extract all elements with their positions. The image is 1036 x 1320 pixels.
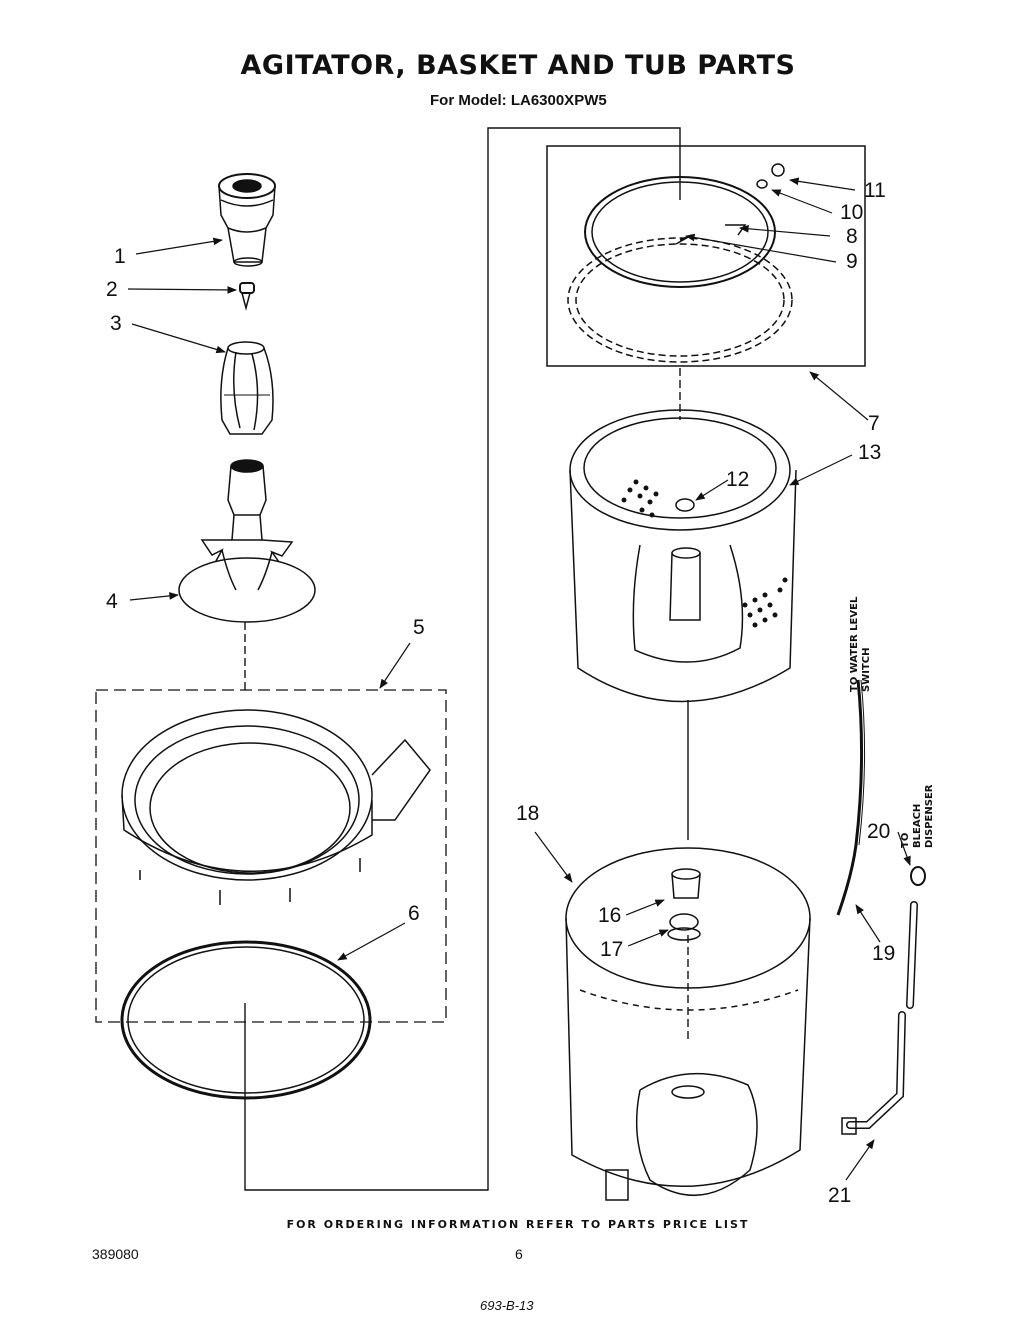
callout-19: 19 [872,942,895,965]
callout-20: 20 [867,820,890,843]
basket-holes [621,479,788,628]
part-tub-ring [121,709,431,905]
part-17-bearing [667,913,701,941]
callout-16: 16 [598,904,621,927]
svg-text:DISPENSER: DISPENSER [924,784,935,848]
part-seal-ring [120,940,372,1100]
part-16-spline [671,868,701,899]
callout-13: 13 [858,441,881,464]
model-subtitle: For Model: LA6300XPW5 [430,92,607,109]
part-basket [569,409,797,703]
document-number: 389080 [92,1246,139,1262]
part-agitator-cam [220,341,274,435]
note-bleach-dispenser: TO BLEACH DISPENSER [900,784,935,848]
callout-3: 3 [110,312,122,335]
callout-18: 18 [516,802,539,825]
callout-6: 6 [408,902,420,925]
part-outer-tub [565,847,811,1201]
callout-7: 7 [868,412,880,435]
part-screw [239,282,255,311]
callout-5: 5 [413,616,425,639]
callout-9: 9 [846,250,858,273]
part-agitator [178,459,316,623]
callout-10: 10 [840,201,863,224]
page-number: 6 [515,1246,523,1262]
callout-1: 1 [114,245,126,268]
callout-21: 21 [828,1184,851,1207]
part-5-group-box [95,689,447,1023]
part-21-hose [841,901,918,1135]
leader-arrows [127,177,911,1181]
part-agitator-cap [218,173,276,267]
callout-2: 2 [106,278,118,301]
callout-4: 4 [106,590,118,613]
page-title: AGITATOR, BASKET AND TUB PARTS [240,50,796,81]
svg-text:TO: TO [900,833,911,848]
svg-text:TO WATER LEVEL: TO WATER LEVEL [849,596,860,692]
note-water-level: TO WATER LEVEL SWITCH [849,596,872,692]
part-20-ring [910,866,926,886]
part-7-group-box [546,145,866,367]
callout-8: 8 [846,225,858,248]
connector-lines [244,127,689,1191]
svg-text:BLEACH: BLEACH [912,804,923,848]
callout-labels: 1 2 3 4 5 6 7 8 9 10 11 12 13 16 17 18 1… [106,179,895,1207]
handwritten-stamp: 693-B-13 [480,1298,534,1313]
ordering-footer: FOR ORDERING INFORMATION REFER TO PARTS … [286,1218,750,1231]
callout-12: 12 [726,468,749,491]
callout-17: 17 [600,938,623,961]
callout-11: 11 [864,179,886,202]
part-19-hose [836,679,866,916]
svg-text:SWITCH: SWITCH [861,648,872,692]
